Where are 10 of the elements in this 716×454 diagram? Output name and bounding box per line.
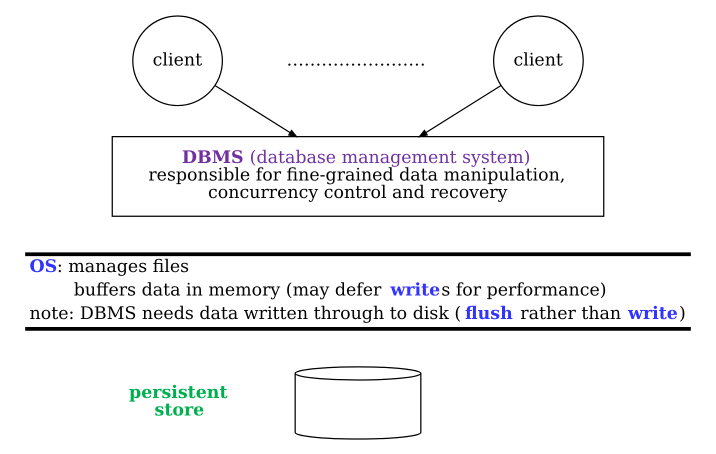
label: buffers data in memory (may defer writes for performance) (74, 280, 607, 300)
node-circle: client (493, 14, 584, 106)
arrow (418, 84, 502, 138)
node-box: DBMS (database management system) responsible for fine-grained data manipulation, concurrency control and recovery (112, 136, 604, 216)
label: OS: manages files (30, 256, 190, 276)
node-circle: client (132, 14, 223, 106)
label: …………………… (286, 50, 426, 70)
label: note: DBMS needs data written through to disk (flush rather than write) (30, 304, 686, 324)
arrow (214, 84, 298, 138)
node-label: persistent store (129, 382, 228, 420)
